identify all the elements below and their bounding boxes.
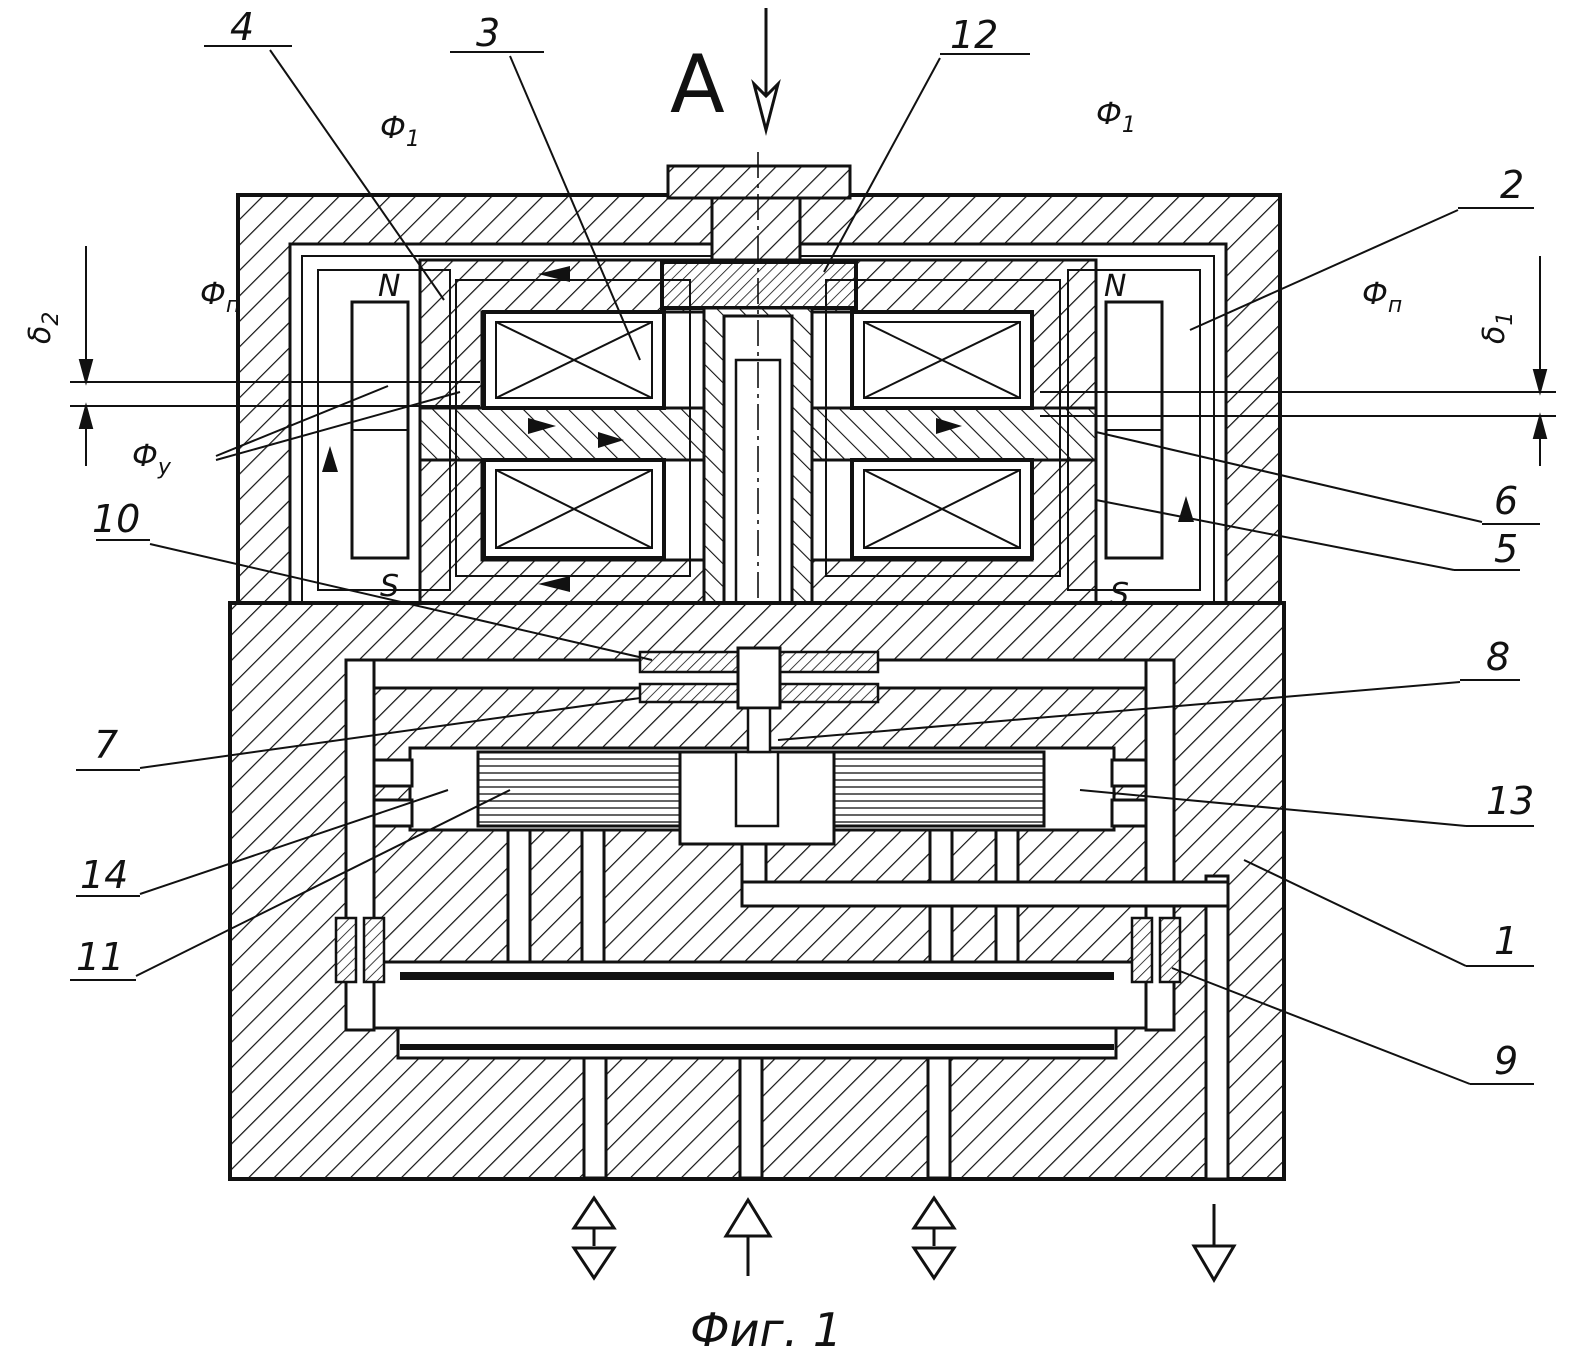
view-label-a: A	[670, 38, 725, 131]
part-number-5: 5	[1494, 527, 1518, 571]
pole-label-south-right: S	[1110, 577, 1129, 612]
part-number-4: 4	[230, 5, 254, 49]
view-arrow	[754, 8, 778, 130]
coil-upper-right	[852, 312, 1032, 408]
part-number-9: 9	[1494, 1039, 1518, 1083]
gap-label-delta-2: δ2	[23, 312, 64, 344]
gap-label-delta-1: δ1	[1477, 312, 1518, 344]
part-number-10: 10	[92, 497, 140, 541]
part-number-7: 7	[94, 723, 118, 767]
pole-label-north-right: N	[1104, 269, 1126, 304]
coil-lower-left	[484, 460, 664, 558]
part-number-6: 6	[1494, 479, 1518, 523]
flux-label-phi-1-right: Ф1	[1096, 97, 1136, 138]
port-arrows	[574, 1198, 1234, 1280]
permanent-magnet-right	[1106, 302, 1162, 558]
permanent-magnet-left	[352, 302, 408, 558]
flux-label-phi-p-left: Фп	[200, 277, 240, 318]
part-number-11: 11	[76, 935, 124, 979]
coil-lower-right	[852, 460, 1032, 558]
part-number-13: 13	[1486, 779, 1534, 823]
pole-label-north-left: N	[378, 269, 400, 304]
figure-caption: Фиг. 1	[690, 1303, 842, 1357]
part-number-3: 3	[476, 11, 500, 55]
part-number-1: 1	[1494, 919, 1518, 963]
part-number-12: 12	[950, 13, 998, 57]
pole-label-south-left: S	[380, 569, 399, 604]
part-number-14: 14	[80, 853, 128, 897]
flux-label-phi-p-right: Фп	[1362, 277, 1402, 318]
coil-upper-left	[484, 312, 664, 408]
flux-label-phi-y: Фу	[132, 439, 172, 480]
part-number-8: 8	[1486, 635, 1510, 679]
part-number-2: 2	[1500, 163, 1524, 207]
flux-label-phi-1-left: Ф1	[380, 111, 420, 152]
